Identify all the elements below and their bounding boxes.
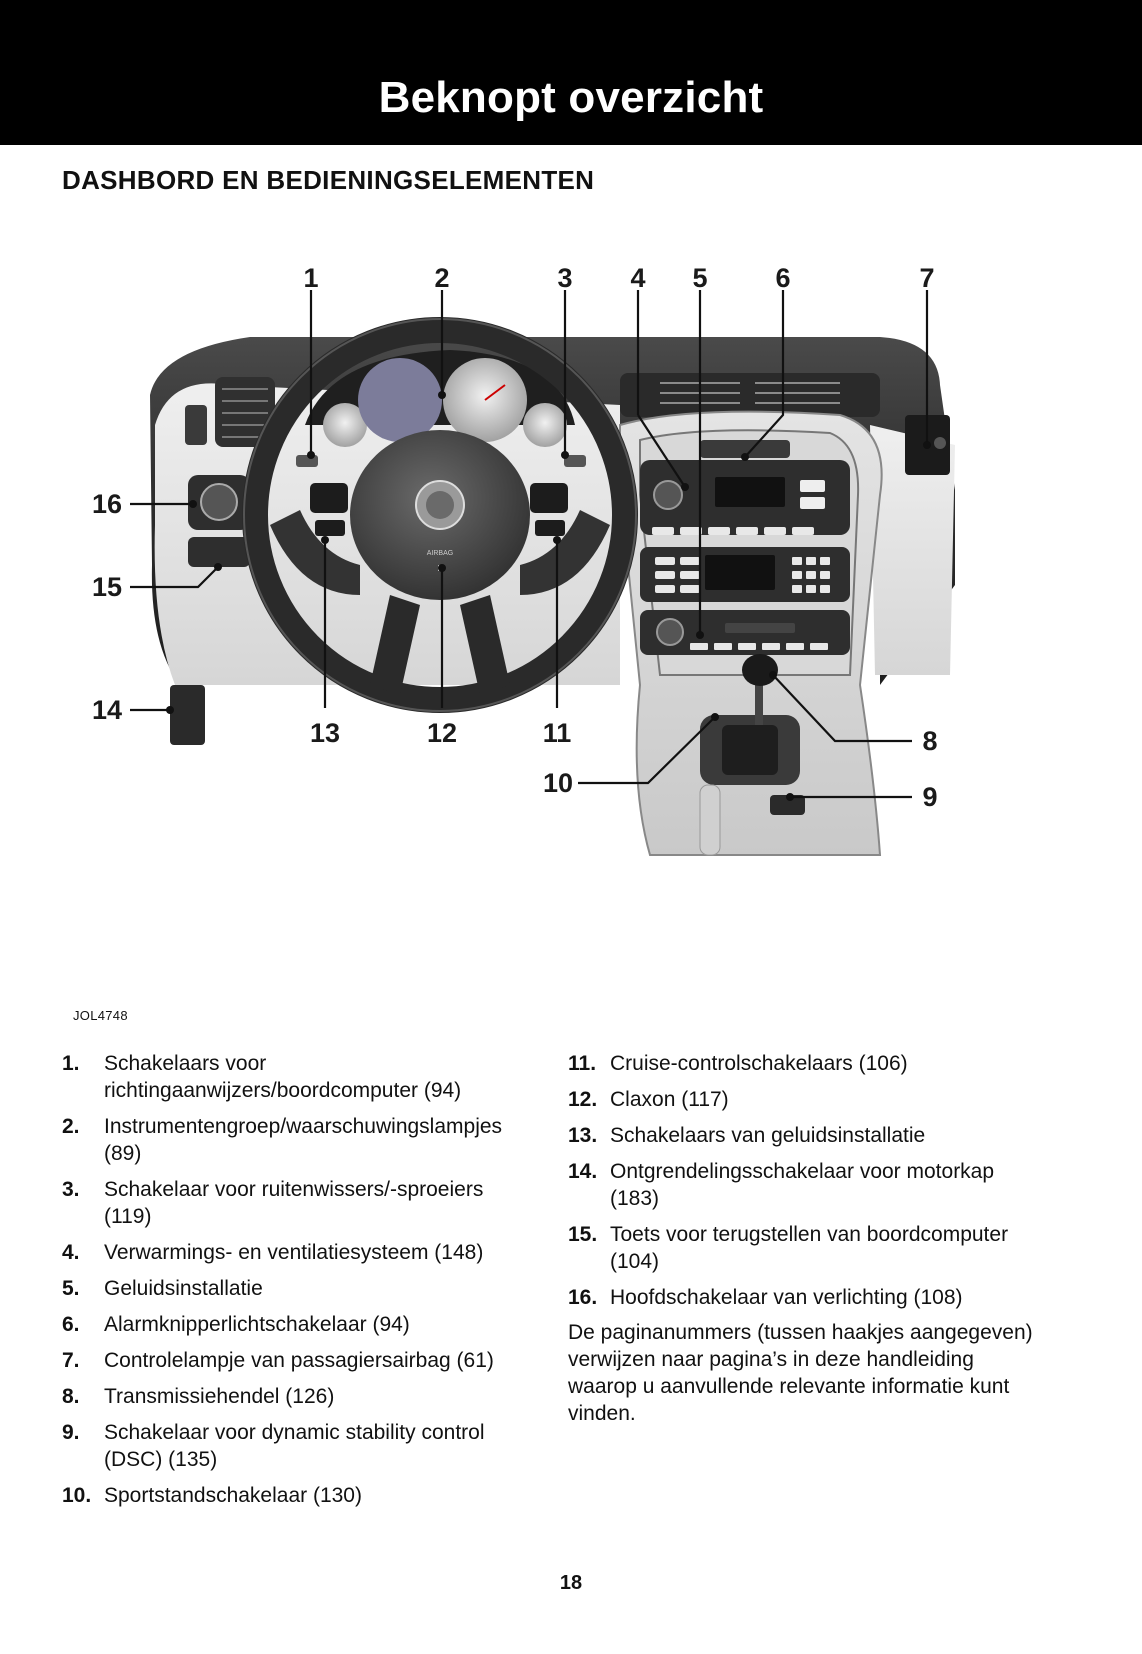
callout-15: 15 [92,572,122,602]
legend-text: Toets voor terugstellen van boordcompute… [610,1223,1009,1273]
legend-text: Claxon (117) [610,1088,729,1111]
legend-text: Geluidsinstallatie [104,1277,263,1300]
legend-text: Schakelaars voor richtingaanwijzers/boor… [104,1052,462,1102]
legend-item: 15. Toets voor terugstellen van boordcomp… [568,1221,1038,1275]
legend-text: Alarmknipperlichtschakelaar (94) [104,1313,410,1336]
callout-13: 13 [310,718,340,748]
steering-wheel: AIRBAG [242,317,638,713]
legend-text: Cruise-controlschakelaars (106) [610,1052,908,1075]
dashboard-lower-right [870,425,955,675]
airbag-label: AIRBAG [427,550,453,557]
gear-knob [742,654,778,686]
callout-11: 11 [543,718,572,748]
page-number: 18 [559,1572,583,1594]
legend-text: Verwarmings- en ventilatiesysteem (148) [104,1241,484,1264]
legend-number: 15. [568,1223,598,1246]
callout-14: 14 [92,695,122,725]
leader-lines [130,290,929,799]
legend-number: 13. [568,1124,598,1147]
callout-16: 16 [92,489,122,519]
gauge-right [523,403,567,447]
legend-text: Schakelaar voor ruitenwissers/-sproeiers… [104,1178,484,1228]
callout-6: 6 [775,265,790,293]
legend-item: 2. Instrumentengroep/waarschuwingslampjes… [62,1113,522,1167]
legend-number: 8. [62,1385,80,1408]
legend-item: 14. Ontgrendelingsschakelaar voor motorka… [568,1158,1038,1212]
legend-number: 2. [62,1115,80,1138]
section-title: DASHBORD EN BEDIENINGSELEMENTEN [62,165,595,195]
callout-3: 3 [557,265,572,293]
legend-text: Instrumentengroep/waarschuwingslampjes (… [104,1115,503,1165]
legend-number: 7. [62,1349,80,1372]
page-title: Beknopt overzicht [378,73,764,122]
legend-number: 6. [62,1313,80,1336]
header-banner: Beknopt overzicht [0,0,1142,145]
callout-4: 4 [630,265,645,293]
legend-text: Controlelampje van passagiersairbag (61) [104,1349,494,1372]
legend-number: 9. [62,1421,80,1444]
legend-item: 13. Schakelaars van geluidsinstallatie [568,1122,1038,1149]
legend-item: 16. Hoofdschakelaar van verlichting (108) [568,1284,1038,1311]
callout-9: 9 [922,782,937,812]
legend-number: 16. [568,1286,598,1309]
legend-item: 5. Geluidsinstallatie [62,1275,522,1302]
dashboard-illustration: AIRBAG [0,265,1142,925]
legend-item: 6. Alarmknipperlichtschakelaar (94) [62,1311,522,1338]
legend-list-left: 1. Schakelaars voor richtingaanwijzers/bo… [62,1050,522,1518]
callout-8: 8 [922,726,937,756]
legend-number: 11. [568,1052,597,1075]
callout-12: 12 [427,718,457,748]
callout-5: 5 [692,265,707,293]
legend-item: 8. Transmissiehendel (126) [62,1383,522,1410]
legend-text: Transmissiehendel (126) [104,1385,335,1408]
legend-item: 3. Schakelaar voor ruitenwissers/-sproeie… [62,1176,522,1230]
legend-text: Hoofdschakelaar van verlichting (108) [610,1286,963,1309]
legend-list-right: 11. Cruise-controlschakelaars (106) 12. Cl… [568,1050,1038,1320]
legend-item: 11. Cruise-controlschakelaars (106) [568,1050,1038,1077]
figure-id: JOL4748 [73,1008,128,1023]
legend-item: 1. Schakelaars voor richtingaanwijzers/bo… [62,1050,522,1104]
legend-item: 9. Schakelaar voor dynamic stability cont… [62,1419,522,1473]
legend-number: 4. [62,1241,80,1264]
legend-text: Schakelaar voor dynamic stability contro… [104,1421,485,1471]
legend-number: 14. [568,1160,598,1183]
page-reference-note: De paginanummers (tussen haakjes aangege… [568,1321,1033,1425]
legend-text: Ontgrendelingsschakelaar voor motorkap (… [610,1160,995,1210]
callout-7: 7 [919,265,934,293]
legend-item: 10. Sportstandschakelaar (130) [62,1482,522,1509]
callout-2: 2 [434,265,449,293]
dashboard-drawing: AIRBAG [92,265,955,856]
legend-text: Schakelaars van geluidsinstallatie [610,1124,926,1147]
legend-number: 10. [62,1484,92,1507]
legend-item: 7. Controlelampje van passagiersairbag (6… [62,1347,522,1374]
legend-item: 4. Verwarmings- en ventilatiesysteem (148… [62,1239,522,1266]
legend-number: 5. [62,1277,80,1300]
gauge-speedo [358,358,442,442]
callout-10: 10 [543,768,573,798]
legend-text: Sportstandschakelaar (130) [104,1484,362,1507]
legend-number: 1. [62,1052,80,1075]
gauge-left [323,403,367,447]
legend-number: 3. [62,1178,80,1201]
legend-item: 12. Claxon (117) [568,1086,1038,1113]
callout-1: 1 [303,265,318,293]
legend-number: 12. [568,1088,598,1111]
